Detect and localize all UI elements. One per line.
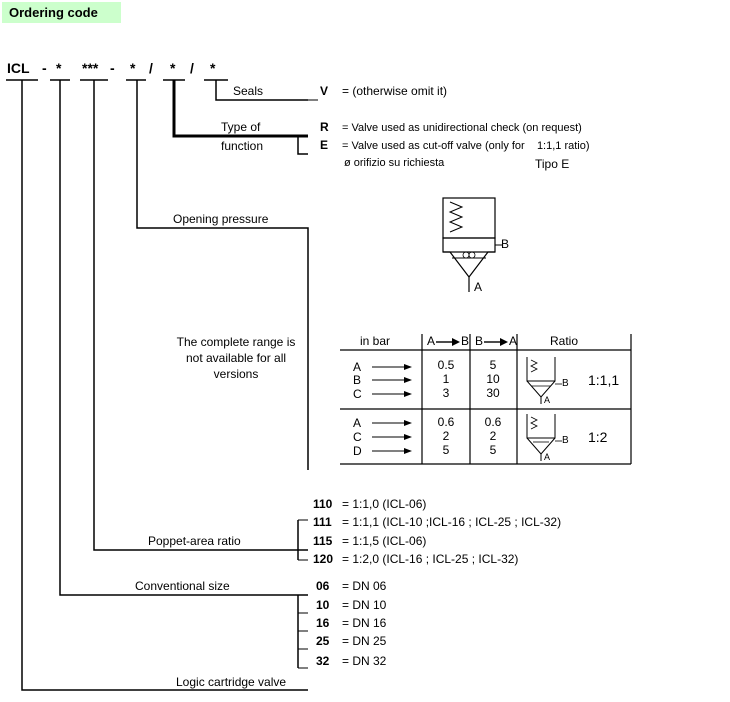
size-option-06-desc: = DN 06 <box>342 579 387 593</box>
size-option-10-code: 10 <box>316 598 330 612</box>
seals-option-code: V <box>320 84 329 98</box>
code-slash-1: / <box>149 60 153 76</box>
leader-ratio <box>93 80 308 551</box>
leader-pressure <box>136 80 309 470</box>
code-slot-ratio: *** <box>82 60 99 76</box>
table-g1-ba-3: 30 <box>486 386 500 400</box>
table-g1-ab-2: 1 <box>442 372 450 386</box>
table-g2-ab-1: 0.6 <box>437 415 455 429</box>
size-option-32-code: 32 <box>316 654 330 668</box>
table-g1-ba-1: 5 <box>489 358 497 372</box>
size-option-25-code: 25 <box>316 634 330 648</box>
table-g2-ba-3: 5 <box>489 443 497 457</box>
table-header-b2: B <box>475 334 484 348</box>
ratio-option-111-desc: = 1:1,1 (ICL-10 ;ICL-16 ; ICL-25 ; ICL-3… <box>342 515 562 529</box>
ratio-option-120-desc: = 1:2,0 (ICL-16 ; ICL-25 ; ICL-32) <box>342 552 519 566</box>
size-label: Conventional size <box>135 579 230 593</box>
pressure-note-line1: The complete range is <box>176 335 296 349</box>
valve-symbol-tipo-e <box>442 197 502 292</box>
table-header-b1: B <box>461 334 470 348</box>
code-slot-seals: * <box>210 60 216 76</box>
ratio-option-110-code: 110 <box>313 497 333 511</box>
leader-logic <box>21 80 308 691</box>
code-slash-2: / <box>190 60 194 76</box>
table-g2-code-1: A <box>353 416 362 430</box>
function-label-line1: Type of <box>221 120 261 134</box>
symbol-port-a: A <box>474 280 483 294</box>
table-g2-code-3: D <box>353 444 362 458</box>
code-slot-pressure: * <box>130 60 136 76</box>
seals-option-desc: = (otherwise omit it) <box>342 84 448 98</box>
page-title: Ordering code <box>9 5 98 20</box>
ratio-option-115-code: 115 <box>313 534 333 548</box>
pressure-label: Opening pressure <box>173 212 269 226</box>
table-g1-port-a: A <box>544 395 551 405</box>
table-g1-ratio: 1:1,1 <box>588 372 620 388</box>
table-g1-ab-3: 3 <box>442 386 450 400</box>
code-slot-size: * <box>56 60 62 76</box>
table-g2-ab-3: 5 <box>442 443 450 457</box>
size-option-16-desc: = DN 16 <box>342 616 387 630</box>
symbol-port-b: B <box>501 237 510 251</box>
table-g2-port-a: A <box>544 452 551 462</box>
function-note: ø orifizio su richiesta <box>344 157 445 169</box>
table-g2-ba-2: 2 <box>489 429 497 443</box>
table-g1-port-b: B <box>562 378 569 389</box>
table-header-in-bar: in bar <box>360 334 391 348</box>
pressure-note-line3: versions <box>213 367 259 381</box>
table-header-ratio: Ratio <box>550 334 579 348</box>
size-option-06-code: 06 <box>316 579 330 593</box>
leader-seals <box>215 80 308 101</box>
ratio-option-115-desc: = 1:1,5 (ICL-06) <box>342 534 427 548</box>
ratio-label: Poppet-area ratio <box>148 534 241 548</box>
size-option-16-code: 16 <box>316 616 330 630</box>
leader-function <box>172 80 308 138</box>
pressure-table-grid <box>340 334 632 465</box>
code-dash-2: - <box>110 60 115 76</box>
table-g2-port-b: B <box>562 435 569 446</box>
code-slot-function: * <box>170 60 176 76</box>
seals-label: Seals <box>233 84 264 98</box>
code-prefix: ICL <box>7 60 30 76</box>
function-option-r-desc: = Valve used as unidirectional check (on… <box>342 122 582 134</box>
table-g2-ratio: 1:2 <box>588 429 608 445</box>
table-g1-code-3: C <box>353 387 362 401</box>
table-g2-ab-2: 2 <box>442 429 450 443</box>
title-background <box>2 2 121 23</box>
table-g2-ba-1: 0.6 <box>484 415 502 429</box>
ratio-option-120-code: 120 <box>313 552 334 566</box>
size-option-10-desc: = DN 10 <box>342 598 387 612</box>
leader-function-bracket <box>297 136 308 155</box>
leader-size <box>59 80 308 596</box>
function-label-line2: function <box>221 139 264 153</box>
table-header-a2: A <box>509 334 518 348</box>
size-option-32-desc: = DN 32 <box>342 654 387 668</box>
table-g1-ab-1: 0.5 <box>437 358 455 372</box>
table-g1-code-1: A <box>353 360 362 374</box>
logic-label: Logic cartridge valve <box>176 675 287 689</box>
table-g2-code-2: C <box>353 430 362 444</box>
size-option-25-desc: = DN 25 <box>342 634 387 648</box>
table-g1-code-2: B <box>353 373 362 387</box>
code-dash-1: - <box>42 60 47 76</box>
function-option-e-desc: = Valve used as cut-off valve (only for … <box>342 140 590 152</box>
function-option-e-code: E <box>320 138 329 152</box>
ratio-option-110-desc: = 1:1,0 (ICL-06) <box>342 497 427 511</box>
table-g1-ba-2: 10 <box>486 372 500 386</box>
symbol-caption: Tipo E <box>535 157 570 171</box>
function-option-r-code: R <box>320 120 329 134</box>
ratio-option-111-code: 111 <box>313 515 332 529</box>
table-header-a1: A <box>427 334 436 348</box>
pressure-note-line2: not available for all <box>185 351 287 365</box>
